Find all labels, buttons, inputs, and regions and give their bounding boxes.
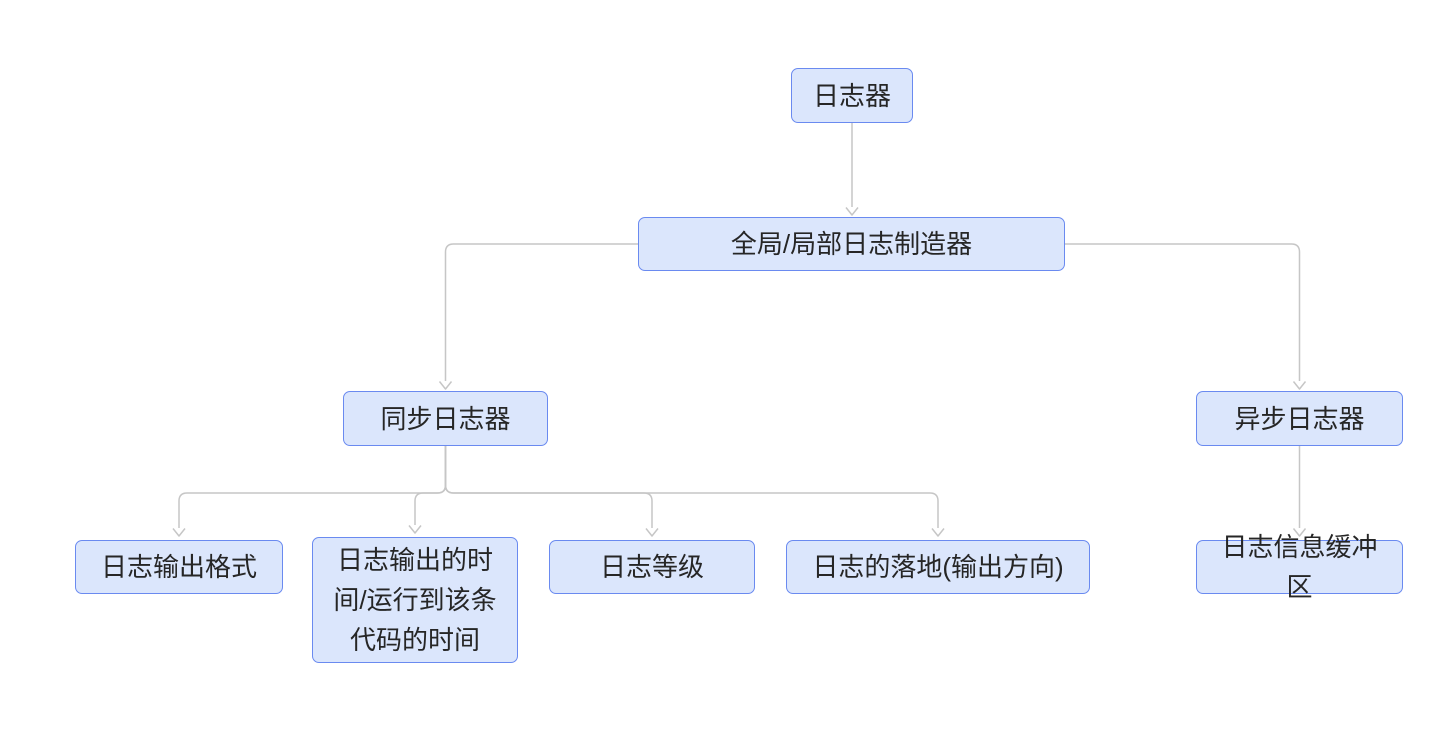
node-output-time-label: 日志输出的时间/运行到该条代码的时间 [333,545,497,655]
edge-logger-to-log-maker [845,123,859,216]
node-log-level-label: 日志等级 [599,552,704,582]
node-async-logger-label: 异步日志器 [1234,403,1365,434]
node-output-format[interactable]: 日志输出格式 [75,540,283,594]
node-log-sink-label: 日志的落地(输出方向) [812,552,1064,582]
node-logger[interactable]: 日志器 [791,68,913,123]
node-log-level[interactable]: 日志等级 [549,540,755,594]
edge-sync-logger-to-output-format [172,446,447,537]
node-log-maker[interactable]: 全局/局部日志制造器 [638,217,1065,271]
node-sync-logger-label: 同步日志器 [380,403,511,434]
edge-sync-logger-to-log-sink [444,446,945,537]
node-output-time[interactable]: 日志输出的时间/运行到该条代码的时间 [312,537,518,663]
node-output-format-label: 日志输出格式 [100,552,257,582]
edge-async-logger-to-msg-buffer [1292,446,1307,537]
node-async-logger[interactable]: 异步日志器 [1196,391,1403,446]
node-sync-logger[interactable]: 同步日志器 [343,391,548,446]
node-log-sink[interactable]: 日志的落地(输出方向) [786,540,1090,594]
edge-sync-logger-to-log-level [444,446,659,537]
node-msg-buffer[interactable]: 日志信息缓冲区 [1196,532,1403,602]
edge-log-maker-to-async-logger [1065,243,1307,390]
edge-sync-logger-to-output-time [408,446,447,534]
edge-log-maker-to-sync-logger [438,243,638,390]
node-logger-label: 日志器 [812,80,891,111]
node-log-maker-label: 全局/局部日志制造器 [730,229,973,259]
node-msg-buffer-label: 日志信息缓冲区 [1221,532,1378,602]
